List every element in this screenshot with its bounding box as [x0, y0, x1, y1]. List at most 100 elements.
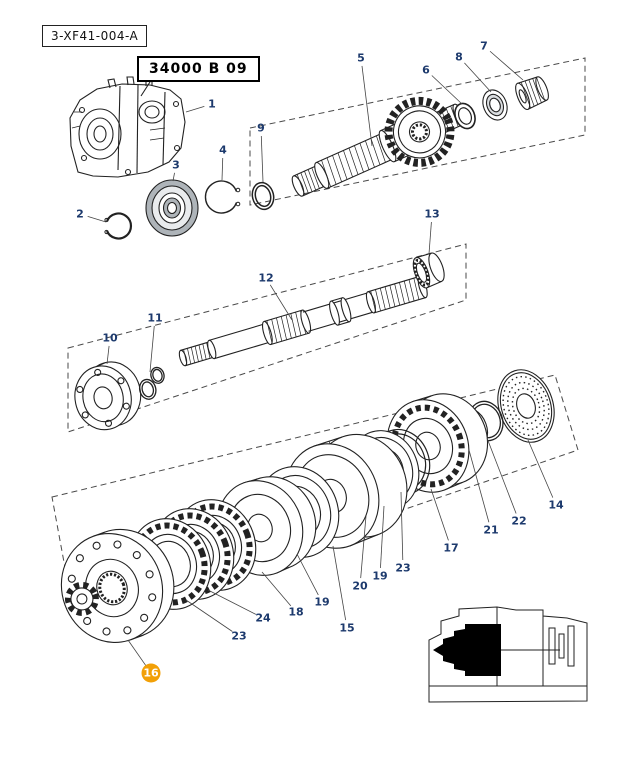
- leader-line-19: [380, 505, 385, 569]
- part-6-thrust-washer: [454, 102, 476, 130]
- part-10-bearing-flange: [74, 361, 142, 431]
- leader-line-20: [360, 515, 367, 579]
- callout-4[interactable]: 4: [219, 144, 227, 157]
- leader-line-14: [527, 439, 554, 498]
- leader-line-22: [486, 437, 517, 514]
- leader-line-19: [296, 553, 319, 596]
- callout-13[interactable]: 13: [424, 208, 439, 221]
- leader-line-23: [185, 599, 233, 632]
- leader-line-17: [430, 488, 449, 541]
- callout-number-23: 23: [395, 562, 410, 575]
- callout-23[interactable]: 23: [231, 630, 246, 643]
- callout-number-6: 6: [422, 64, 430, 77]
- callout-number-19: 19: [372, 570, 387, 583]
- callout-6[interactable]: 6: [422, 64, 430, 77]
- callout-number-17: 17: [443, 542, 458, 555]
- part-2-snap-ring: [104, 212, 133, 240]
- callout-8[interactable]: 8: [455, 51, 463, 64]
- callout-number-19: 19: [314, 596, 329, 609]
- leader-line-18: [261, 571, 292, 607]
- callout-19[interactable]: 19: [314, 596, 329, 609]
- leader-line-24: [207, 589, 257, 615]
- part-group-code-label: 34000 B 09: [149, 61, 248, 77]
- callout-number-20: 20: [352, 580, 368, 593]
- part-12-main-shaft: [178, 275, 428, 367]
- leader-line-16: [127, 639, 147, 667]
- callout-number-2: 2: [76, 208, 84, 221]
- callout-20[interactable]: 20: [352, 580, 368, 593]
- callout-19[interactable]: 19: [372, 570, 387, 583]
- callout-7[interactable]: 7: [480, 40, 488, 53]
- leader-line-13: [428, 221, 432, 255]
- part-code-leader-line: [140, 81, 151, 97]
- leader-line-5: [361, 65, 373, 147]
- callout-3[interactable]: 3: [172, 159, 180, 172]
- callout-16[interactable]: 16: [141, 663, 161, 683]
- assembly-boundary-main-shaft: [67, 243, 467, 433]
- leader-line-8: [464, 62, 492, 93]
- leader-line-23: [400, 491, 404, 561]
- part-1-gearbox-housing: [69, 76, 186, 178]
- callout-22[interactable]: 22: [511, 515, 526, 528]
- callout-number-24: 24: [255, 612, 271, 625]
- part-9-seal-ring: [251, 181, 275, 211]
- callout-21[interactable]: 21: [483, 524, 498, 537]
- callout-number-7: 7: [480, 40, 488, 53]
- callout-number-13: 13: [424, 208, 439, 221]
- leader-line-1: [185, 105, 205, 113]
- part-group-code-box[interactable]: 34000 B 09: [137, 56, 260, 82]
- leader-line-15: [332, 545, 347, 621]
- leader-line-3: [172, 172, 175, 182]
- leader-line-2: [87, 215, 107, 223]
- leader-line-6: [431, 75, 463, 105]
- callout-12[interactable]: 12: [258, 272, 273, 285]
- drawing-code-label: 3-XF41-004-A: [51, 29, 139, 43]
- part-3-bearing: [145, 179, 199, 237]
- inset-transmission-locator: [428, 606, 588, 703]
- callout-number-21: 21: [483, 524, 498, 537]
- callout-9[interactable]: 9: [257, 122, 265, 135]
- callout-2[interactable]: 2: [76, 208, 84, 221]
- leader-line-12: [269, 284, 293, 321]
- assembly-boundary-clutch-pack: [51, 374, 579, 623]
- part-7-splined-coupler: [515, 76, 549, 111]
- callout-number-1: 1: [208, 98, 216, 111]
- callout-15[interactable]: 15: [339, 622, 354, 635]
- leader-line-10: [106, 345, 110, 365]
- callout-number-4: 4: [219, 144, 227, 157]
- callout-number-10: 10: [102, 332, 118, 345]
- callout-number-22: 22: [511, 515, 526, 528]
- callout-number-11: 11: [147, 312, 162, 325]
- callout-number-3: 3: [172, 159, 180, 172]
- part-8-bearing-race: [482, 89, 508, 121]
- callout-14[interactable]: 14: [548, 499, 564, 512]
- callout-10[interactable]: 10: [102, 332, 118, 345]
- callout-number-15: 15: [339, 622, 354, 635]
- leader-line-7: [489, 50, 524, 81]
- part-16-front-gear: [64, 581, 99, 616]
- part-16-carrier-plate: [60, 528, 175, 643]
- callout-23[interactable]: 23: [395, 562, 410, 575]
- callout-1[interactable]: 1: [208, 98, 216, 111]
- callout-number-14: 14: [548, 499, 564, 512]
- part-14-brake-disc: [497, 369, 555, 443]
- callout-number-12: 12: [258, 272, 273, 285]
- part-17-clutch-drum: [386, 393, 489, 493]
- callout-number-23: 23: [231, 630, 246, 643]
- leader-line-4: [221, 157, 224, 181]
- callout-11[interactable]: 11: [147, 312, 162, 325]
- callout-24[interactable]: 24: [255, 612, 271, 625]
- callout-number-16: 16: [143, 667, 159, 680]
- inset-highlight-section: [433, 624, 501, 676]
- callout-number-8: 8: [455, 51, 463, 64]
- leader-line-11: [149, 325, 155, 373]
- part-4-snap-ring: [204, 180, 241, 214]
- callout-17[interactable]: 17: [443, 542, 458, 555]
- callout-5[interactable]: 5: [357, 52, 365, 65]
- callout-18[interactable]: 18: [288, 606, 303, 619]
- part-5-input-shaft-gear: [291, 96, 466, 197]
- callout-highlight-circle: [141, 663, 161, 683]
- callout-number-5: 5: [357, 52, 365, 65]
